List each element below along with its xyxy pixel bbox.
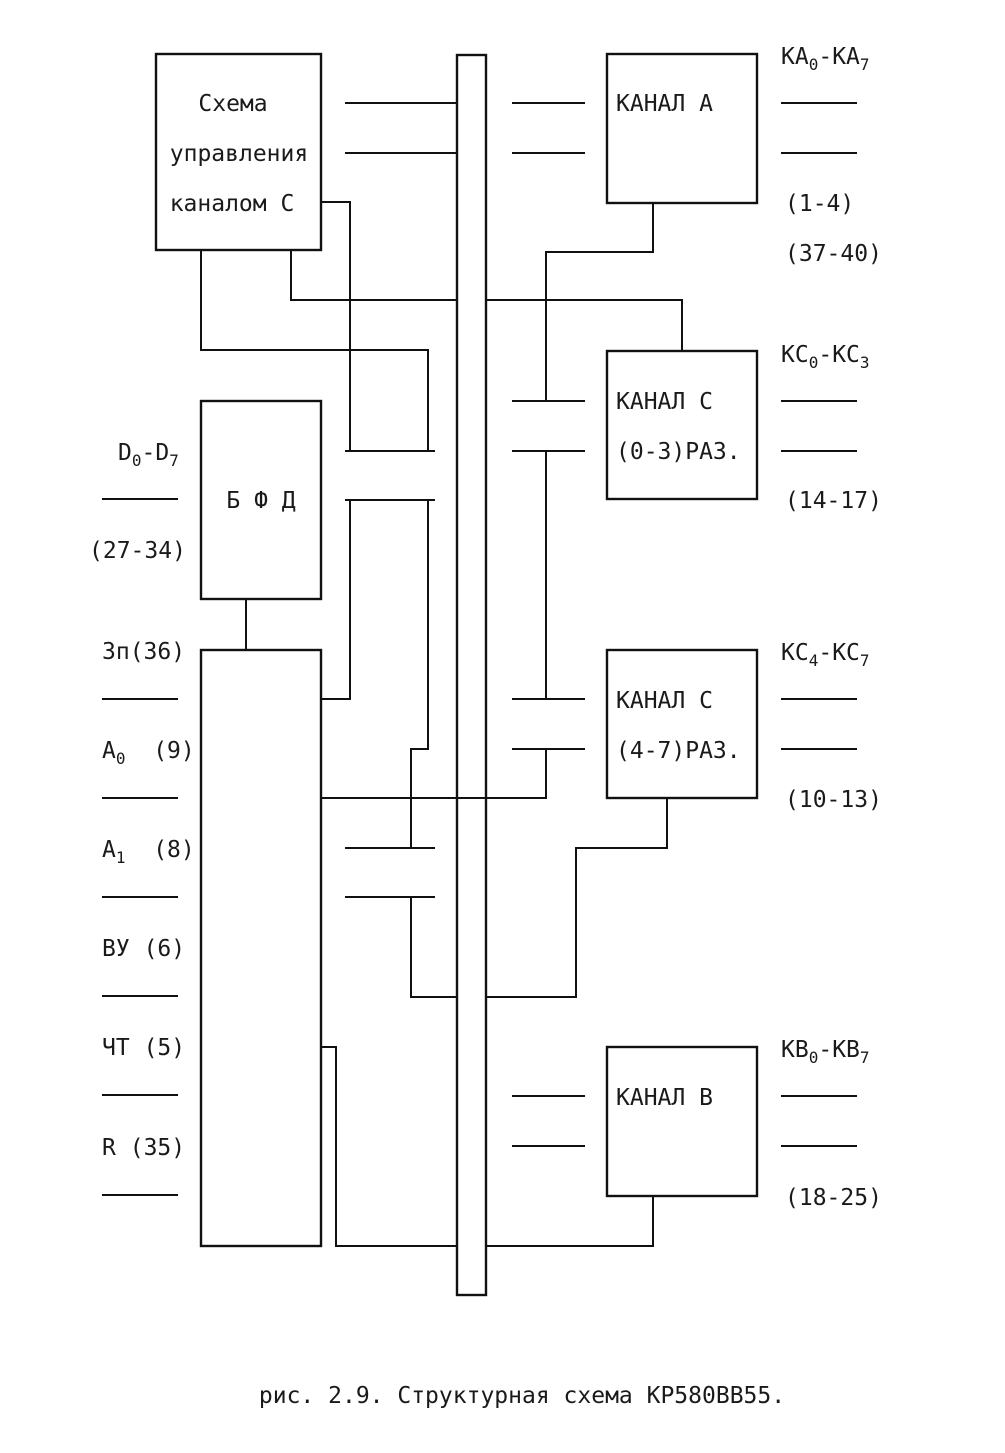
signal-a0-label: A0 (9) [102,738,195,768]
port-b-pins: (18-25) [785,1185,882,1211]
port-c-high-pins: (10-13) [785,787,882,813]
wire [289,250,457,302]
figure-caption: рис. 2.9. Структурная схема КР580ВВ55. [259,1383,785,1409]
control-c-label-1: Схема [198,91,267,117]
channel-c-low-block [605,349,759,501]
signal-reset-label: R (35) [102,1135,185,1161]
signal-rd-label: ЧТ (5) [102,1035,185,1061]
wire [409,897,457,999]
read-write-logic-block [199,648,323,1248]
control-c-block [154,52,323,252]
control-c-label-3: каналом С [170,191,295,217]
channel-c-low-label-1: КАНАЛ С [616,389,713,415]
port-c-low-pins: (14-17) [785,488,882,514]
internal-bus [455,53,488,1297]
bfd-label: Б Ф Д [226,488,295,514]
channel-a-label: КАНАЛ А [616,91,713,117]
wire [544,203,655,401]
channel-b-block [605,1045,759,1198]
wire [321,200,352,451]
channel-c-high-label-1: КАНАЛ С [616,688,713,714]
channel-c-low-label-2: (0-3)РАЗ. [616,439,741,465]
wire [409,500,430,848]
channel-c-high-block [605,648,759,800]
port-a-pins-2: (37-40) [785,241,882,267]
wire [321,500,352,701]
channel-c-high-label-2: (4-7)РАЗ. [616,738,741,764]
wire [486,1196,655,1248]
port-b-label: КВ0-КВ7 [781,1037,870,1067]
wire [321,749,548,800]
port-c-high-label: КС4-КС7 [781,640,870,670]
data-bus-pins: (27-34) [89,538,186,564]
wire [321,1045,457,1248]
signal-cs-label: ВУ (6) [102,936,185,962]
wire [486,798,669,999]
signal-a1-label: A1 (8) [102,837,195,867]
bfd-block [199,399,323,601]
wire [199,250,430,451]
wire [486,298,684,351]
port-a-label: КА0-КА7 [781,44,870,74]
control-c-label-2: управления [170,141,308,167]
signal-wr-label: Зп(36) [102,639,185,665]
channel-a-block [605,52,759,205]
port-a-pins-1: (1-4) [785,191,854,217]
port-c-low-label: КС0-КС3 [781,342,870,372]
channel-b-label: КАНАЛ В [616,1085,713,1111]
data-bus-label: D0-D7 [118,440,179,470]
